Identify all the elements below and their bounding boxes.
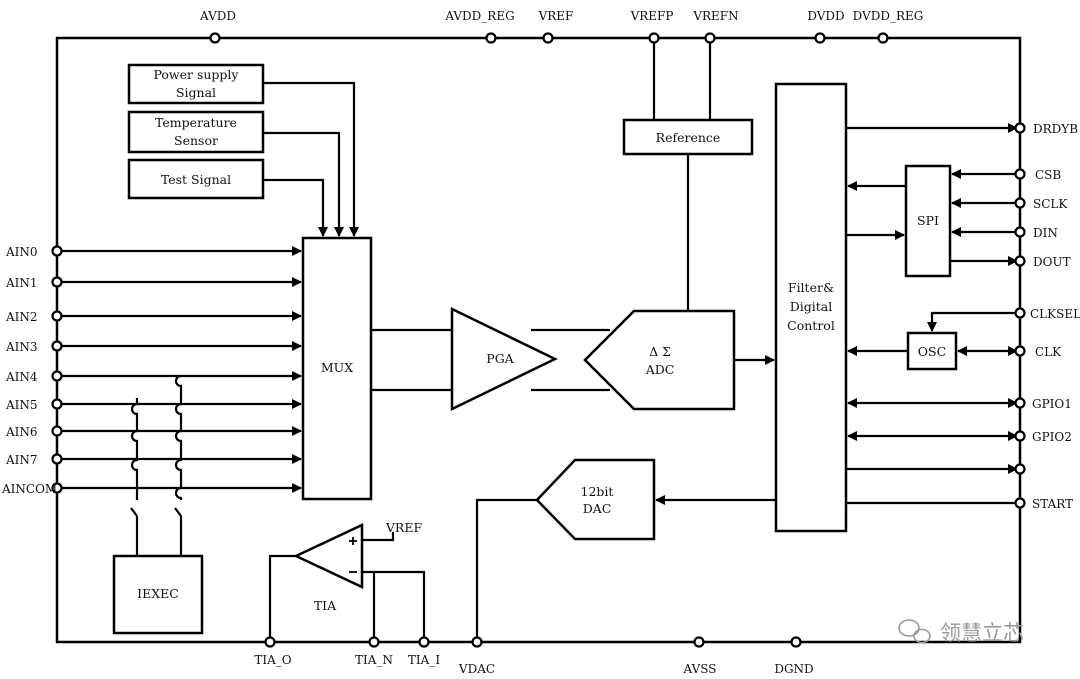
dac-label-1: 12bit <box>581 484 614 499</box>
spi-label: SPI <box>917 213 939 228</box>
pin-avdd-reg: AVDD_REG <box>444 9 514 23</box>
pin-drdyb: DRDYB <box>1033 122 1078 136</box>
pin-gpio2: GPIO2 <box>1032 430 1072 444</box>
pin-avdd: AVDD <box>199 9 236 23</box>
adc-block: Δ Σ ADC <box>583 309 736 411</box>
pin-dvdd-reg: DVDD_REG <box>853 9 924 23</box>
pin-ain2: AIN2 <box>5 310 38 324</box>
adc-label-2: ADC <box>645 362 675 377</box>
filter-label-1: Filter& <box>788 280 834 295</box>
pin-ain1: AIN1 <box>5 276 38 290</box>
pin-vdac: VDAC <box>458 662 495 676</box>
filter-label-3: Control <box>787 318 835 333</box>
pin-sclk: SCLK <box>1033 197 1068 211</box>
pin-dgnd: DGND <box>774 662 813 676</box>
temperature-sensor-block: Temperature Sensor <box>127 110 265 154</box>
dac-label-2: DAC <box>583 501 612 516</box>
test-signal-block: Test Signal <box>127 158 265 200</box>
reference-block: Reference <box>622 118 754 156</box>
watermark: 领慧立芯 <box>898 619 1024 645</box>
pin-ain3: AIN3 <box>5 340 38 354</box>
pin-ain6: AIN6 <box>5 425 38 439</box>
reference-label: Reference <box>656 130 721 145</box>
right-pin-labels: DRDYB CSB SCLK DIN DOUT CLKSEL CLK GPIO1… <box>1030 122 1080 511</box>
pin-clk: CLK <box>1035 345 1062 359</box>
power-supply-label-1: Power supply <box>153 67 239 82</box>
power-supply-label-2: Signal <box>176 85 216 100</box>
left-pin-labels: AIN0 AIN1 AIN2 AIN3 AIN4 AIN5 AIN6 AIN7 … <box>1 245 57 496</box>
pin-din: DIN <box>1033 226 1058 240</box>
pin-ain5: AIN5 <box>5 398 38 412</box>
dac-block: 12bit DAC <box>535 458 656 541</box>
pin-dvdd: DVDD <box>807 9 844 23</box>
pin-tia-i: TIA_I <box>408 653 440 667</box>
pin-markers <box>51 32 1026 648</box>
power-supply-block: Power supply Signal <box>127 63 265 105</box>
filter-label-2: Digital <box>790 299 833 314</box>
iexec-block: IEXEC <box>112 554 204 635</box>
chip-outline <box>55 36 1022 644</box>
wechat-icon <box>898 619 931 644</box>
pin-vrefp: VREFP <box>630 9 674 23</box>
pin-start: START <box>1032 497 1073 511</box>
pin-tia-n: TIA_N <box>355 653 393 667</box>
bottom-pin-labels: TIA_O TIA_N TIA_I VDAC AVSS DGND <box>254 653 813 676</box>
pin-avss: AVSS <box>683 662 717 676</box>
iexec-label: IEXEC <box>137 586 179 601</box>
wires <box>57 38 1020 642</box>
temperature-label-1: Temperature <box>155 115 237 130</box>
top-pin-labels: AVDD AVDD_REG VREF VREFP VREFN DVDD DVDD… <box>199 9 923 23</box>
pin-gpio1: GPIO1 <box>1032 397 1072 411</box>
pin-ain0: AIN0 <box>5 245 38 259</box>
temperature-label-2: Sensor <box>174 133 218 148</box>
pin-clksel: CLKSEL <box>1030 307 1080 321</box>
pin-vref: VREF <box>538 9 574 23</box>
mux-label: MUX <box>321 360 353 375</box>
pin-aincom: AINCOM <box>1 482 57 496</box>
pin-ain4: AIN4 <box>5 370 38 384</box>
osc-block: OSC <box>906 331 958 371</box>
pin-tia-o: TIA_O <box>254 653 291 667</box>
mux-block: MUX <box>301 236 373 501</box>
tia-vref-label: VREF <box>385 520 423 535</box>
tia-label: TIA <box>314 598 337 613</box>
filter-digital-control-block: Filter& Digital Control <box>774 82 848 533</box>
watermark-text: 领慧立芯 <box>940 621 1024 645</box>
adc-label-1: Δ Σ <box>649 344 671 359</box>
pin-csb: CSB <box>1035 168 1061 182</box>
spi-block: SPI <box>904 164 952 278</box>
pin-dout: DOUT <box>1033 255 1071 269</box>
pin-ain7: AIN7 <box>5 453 38 467</box>
tia-block: TIA VREF <box>293 520 423 613</box>
test-signal-label: Test Signal <box>161 172 231 187</box>
osc-label: OSC <box>918 344 946 359</box>
pga-block: PGA <box>450 307 558 411</box>
tia-signs <box>349 537 357 573</box>
pga-label: PGA <box>486 351 514 366</box>
pin-vrefn: VREFN <box>692 9 738 23</box>
